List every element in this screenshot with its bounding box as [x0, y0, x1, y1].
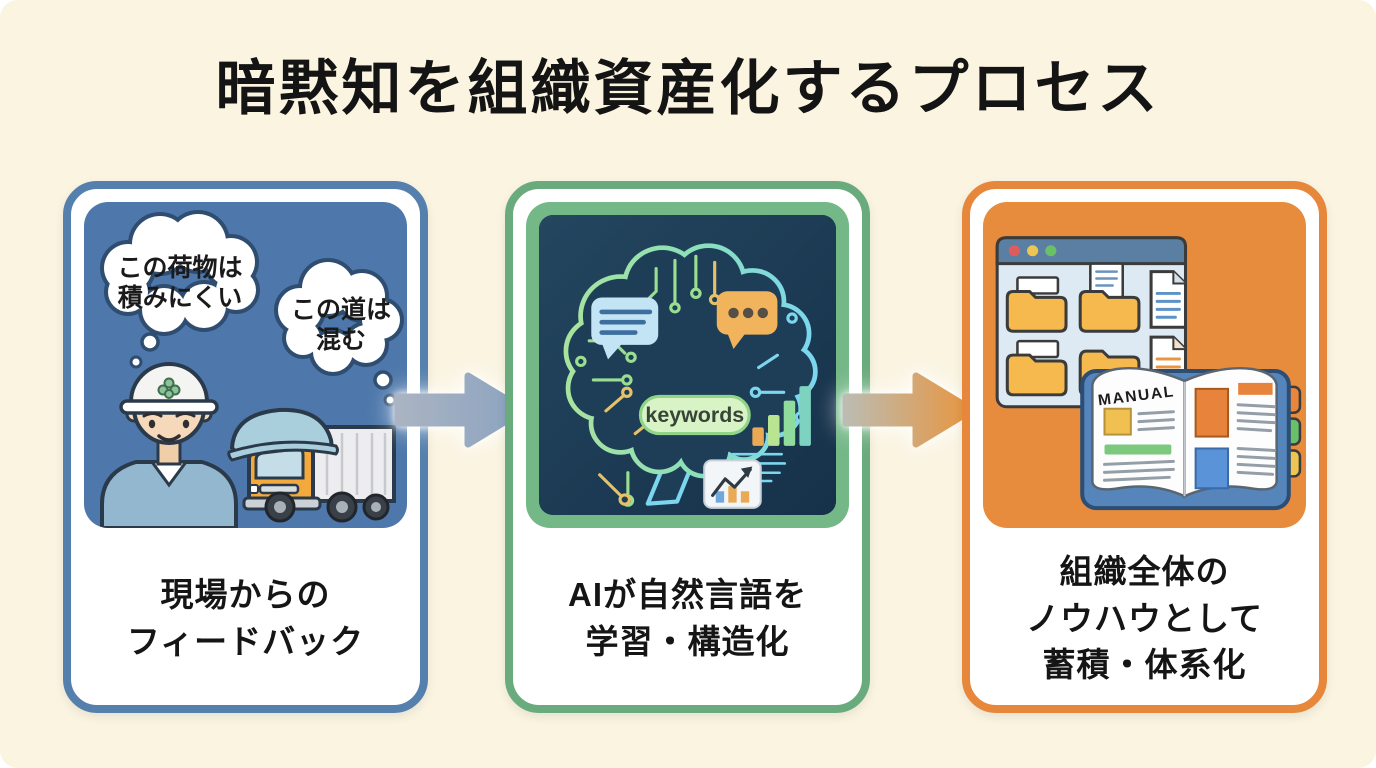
ai-brain-scene: keywords: [539, 215, 836, 515]
bar-chart-icon: [752, 386, 811, 446]
arrow-right-icon: [842, 366, 978, 454]
folder-icon: [1005, 276, 1068, 333]
step-caption-ai-structuring: AIが自然言語を 学習・構造化: [513, 541, 862, 697]
knowledge-scene: MANUAL: [995, 236, 1302, 511]
page-title: 暗黙知を組織資産化するプロセス: [215, 55, 1161, 122]
folder-icon: [1005, 339, 1068, 397]
thought-bubble-cargo-icon: この荷物は 積みにくい: [104, 214, 256, 369]
step-caption-field-feedback: 現場からの フィードバック: [71, 541, 420, 697]
ai-illustration: keywords: [539, 215, 836, 515]
thought-text: この道は: [291, 295, 391, 324]
helmet-badge-icon: [157, 377, 181, 399]
worker-icon: [100, 362, 238, 528]
caption-line: 学習・構造化: [585, 623, 790, 660]
chat-bubble-lines-icon: [591, 297, 659, 360]
caption-line: 組織全体の: [1059, 552, 1230, 590]
chat-bubble-dots-icon: [716, 291, 778, 350]
document-icon: [1149, 270, 1188, 329]
field-scene: この荷物は 積みにくい この道は 混む: [100, 202, 407, 528]
knowledge-illustration: MANUAL: [983, 202, 1306, 528]
caption-line: フィードバック: [126, 623, 365, 660]
truck-icon: [227, 407, 396, 523]
thought-text: この荷物は: [117, 254, 242, 282]
caption-line: ノウハウとして: [1025, 599, 1263, 637]
step-card-ai-structuring: keywords: [505, 181, 870, 713]
caption-line: AIが自然言語を: [568, 576, 807, 614]
keywords-tag: keywords: [638, 394, 751, 436]
folder-with-document-icon: [1078, 262, 1141, 333]
thought-text: 混む: [316, 326, 366, 354]
window-dot-yellow: [1027, 245, 1039, 257]
open-manual-book-icon: MANUAL: [1080, 366, 1302, 511]
step-card-field-feedback: この荷物は 積みにくい この道は 混む 現場からの フィードバック: [63, 181, 428, 713]
caption-line: 現場からの: [160, 576, 331, 614]
step-card-knowledge-base: MANUAL: [962, 181, 1327, 713]
arrow-right-icon: [394, 366, 530, 454]
trend-chart-icon: [703, 459, 762, 509]
caption-line: 蓄積・体系化: [1042, 646, 1247, 684]
thought-text: 積みにくい: [118, 284, 243, 312]
window-dot-red: [1008, 245, 1020, 257]
thought-bubble-road-icon: この道は 混む: [278, 262, 400, 407]
step-caption-knowledge-base: 組織全体の ノウハウとして 蓄積・体系化: [970, 541, 1319, 697]
keywords-label: keywords: [645, 403, 744, 427]
field-illustration: この荷物は 積みにくい この道は 混む: [84, 202, 407, 528]
window-dot-green: [1045, 245, 1057, 257]
ai-illustration-frame: keywords: [526, 202, 849, 528]
